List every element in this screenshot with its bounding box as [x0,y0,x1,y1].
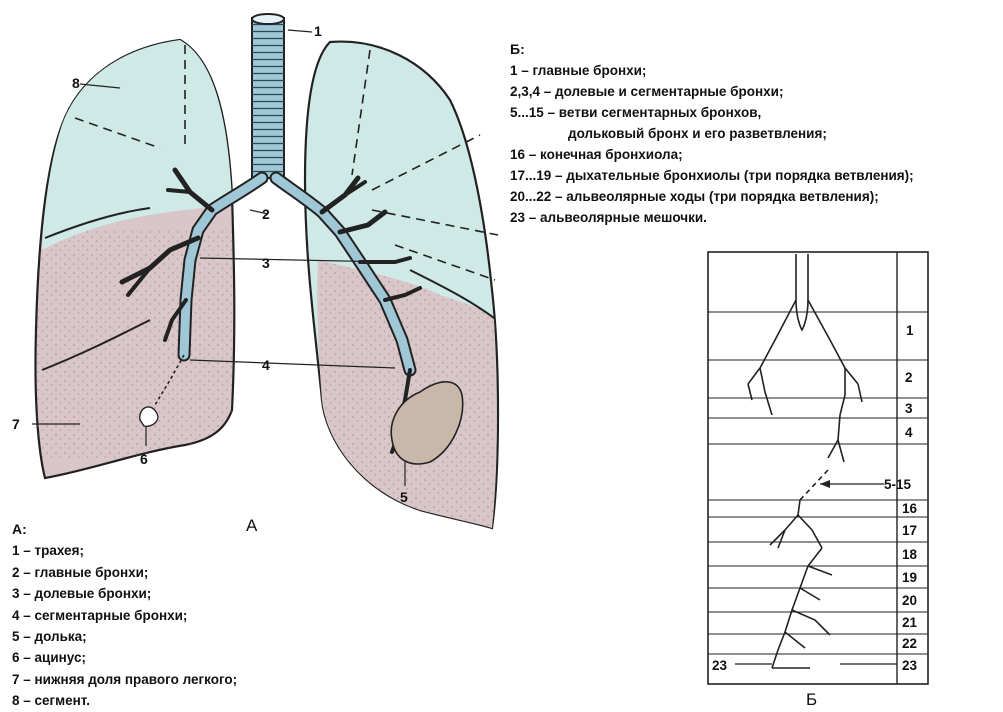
legend-a-item: 7 – нижняя доля правого легкого; [12,669,237,690]
callout-2: 2 [262,206,270,222]
legend-a-item: 1 – трахея; [12,540,237,561]
legend-b-item: 16 – конечная бронхиола; [510,144,914,165]
callout-5: 5 [400,489,408,505]
panel-b-label: Б [806,690,817,710]
legend-b-item: 20...22 – альвеолярные ходы (три порядка… [510,186,914,207]
scale-label-4: 4 [905,425,913,440]
trachea [252,14,284,178]
panel-b-diagram [708,252,928,684]
legend-b: Б: 1 – главные бронхи; 2,3,4 – долевые и… [510,39,914,228]
scale-label-16: 16 [902,501,918,516]
callout-1: 1 [314,23,322,39]
callout-8: 8 [72,75,80,91]
scale-label-22: 22 [902,636,917,651]
callout-4: 4 [262,357,270,373]
panel-a-label: А [246,516,257,536]
legend-a-item: 8 – сегмент. [12,690,237,711]
left-label-23: 23 [712,658,728,673]
scale-label-18: 18 [902,547,918,562]
callout-7: 7 [12,416,20,432]
legend-a-item: 4 – сегментарные бронхи; [12,605,237,626]
legend-a-item: 2 – главные бронхи; [12,562,237,583]
legend-b-item: 17...19 – дыхательные бронхиолы (три пор… [510,165,914,186]
scale-label-17: 17 [902,523,917,538]
callout-3: 3 [262,255,270,271]
legend-a-item: 6 – ацинус; [12,647,237,668]
legend-a: А: 1 – трахея; 2 – главные бронхи; 3 – д… [12,519,237,712]
scale-label-19: 19 [902,570,917,585]
legend-b-item: 2,3,4 – долевые и сегментарные бронхи; [510,81,914,102]
scale-label-20: 20 [902,593,917,608]
legend-a-item: 5 – долька; [12,626,237,647]
legend-a-item: 3 – долевые бронхи; [12,583,237,604]
legend-b-item: 5...15 – ветви сегментарных бронхов, [510,102,914,123]
scale-label-1: 1 [906,323,914,338]
callout-6: 6 [140,451,148,467]
scale-label-5-15: 5-15 [884,477,912,492]
right-lung [35,40,236,478]
scale-label-23: 23 [902,658,918,673]
legend-b-item: 23 – альвеолярные мешочки. [510,207,914,228]
legend-b-heading: Б: [510,39,914,60]
scale-label-21: 21 [902,615,918,630]
legend-a-heading: А: [12,519,237,540]
legend-b-item: 1 – главные бронхи; [510,60,914,81]
scale-label-3: 3 [905,401,913,416]
legend-b-item: дольковый бронх и его разветвления; [510,123,914,144]
scale-label-2: 2 [905,370,913,385]
right-lower-lobe-texture [36,230,236,460]
